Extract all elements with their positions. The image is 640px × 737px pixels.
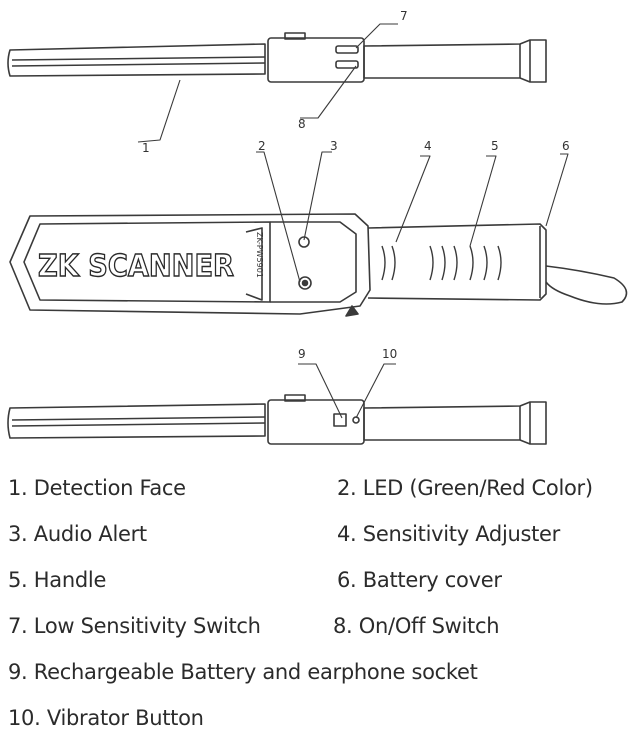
side-view-top (7, 32, 547, 83)
legend-item-5: 5. Handle (8, 568, 107, 592)
side-view-bottom (7, 394, 547, 445)
callout-5: 5 (491, 139, 499, 153)
legend-item-1: 1. Detection Face (8, 476, 186, 500)
callout-6: 6 (562, 139, 570, 153)
battery-socket (333, 413, 347, 427)
legend-item-8: 8. On/Off Switch (333, 614, 500, 638)
wrist-strap (545, 265, 628, 305)
on-off-switch-top (335, 60, 359, 69)
callout-3: 3 (330, 139, 338, 153)
grip-ridges (381, 245, 502, 281)
scanner-diagram: ZK SCANNER ZK-PW5901 1 2 3 4 5 6 7 8 9 1… (7, 9, 628, 445)
brand-lettering: ZK SCANNER (38, 249, 234, 284)
callout-10: 10 (382, 347, 397, 361)
legend-item-9: 9. Rechargeable Battery and earphone soc… (8, 660, 478, 684)
parts-legend: 1. Detection Face 2. LED (Green/Red Colo… (0, 468, 640, 737)
legend-item-6: 6. Battery cover (337, 568, 502, 592)
callout-8: 8 (298, 117, 306, 131)
leader-lines (137, 23, 569, 419)
callout-9: 9 (298, 347, 306, 361)
legend-item-10: 10. Vibrator Button (8, 706, 204, 730)
callout-1: 1 (142, 141, 150, 155)
callout-2: 2 (258, 139, 266, 153)
callout-7: 7 (400, 9, 408, 23)
legend-item-4: 4. Sensitivity Adjuster (337, 522, 561, 546)
model-lettering: ZK-PW5901 (255, 232, 264, 278)
legend-item-3: 3. Audio Alert (8, 522, 147, 546)
legend-item-7: 7. Low Sensitivity Switch (8, 614, 261, 638)
legend-item-2: 2. LED (Green/Red Color) (337, 476, 593, 500)
callout-4: 4 (424, 139, 432, 153)
low-sensitivity-switch-top (335, 45, 359, 54)
front-view (9, 213, 628, 317)
